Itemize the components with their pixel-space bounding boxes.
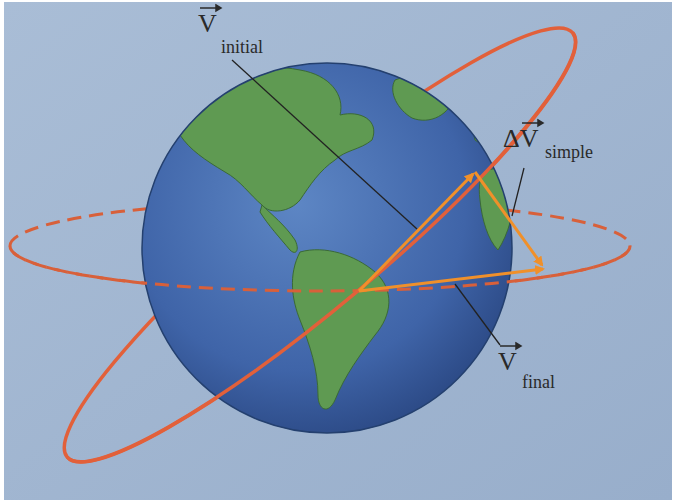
inclined-orbit bbox=[29, 0, 612, 503]
leader-line bbox=[512, 168, 524, 216]
earth-globe bbox=[142, 63, 512, 433]
vector-symbol: V bbox=[198, 11, 217, 37]
page-ground bbox=[4, 2, 672, 500]
vector-subscript: initial bbox=[221, 38, 263, 56]
equatorial-orbit-front bbox=[10, 246, 630, 291]
vector-subscript: simple bbox=[545, 143, 593, 161]
leader-line bbox=[455, 284, 500, 345]
final-velocity-vector bbox=[359, 269, 543, 291]
delta-v-vector bbox=[475, 172, 542, 265]
leader-line bbox=[232, 60, 417, 229]
vector-symbol: ΔV bbox=[503, 126, 539, 152]
vector-symbol: V bbox=[498, 349, 517, 375]
inclined-orbit-front bbox=[67, 33, 575, 462]
vector-arrow-symbol bbox=[200, 5, 543, 349]
vector-subscript: final bbox=[522, 373, 555, 391]
continents bbox=[170, 67, 515, 409]
